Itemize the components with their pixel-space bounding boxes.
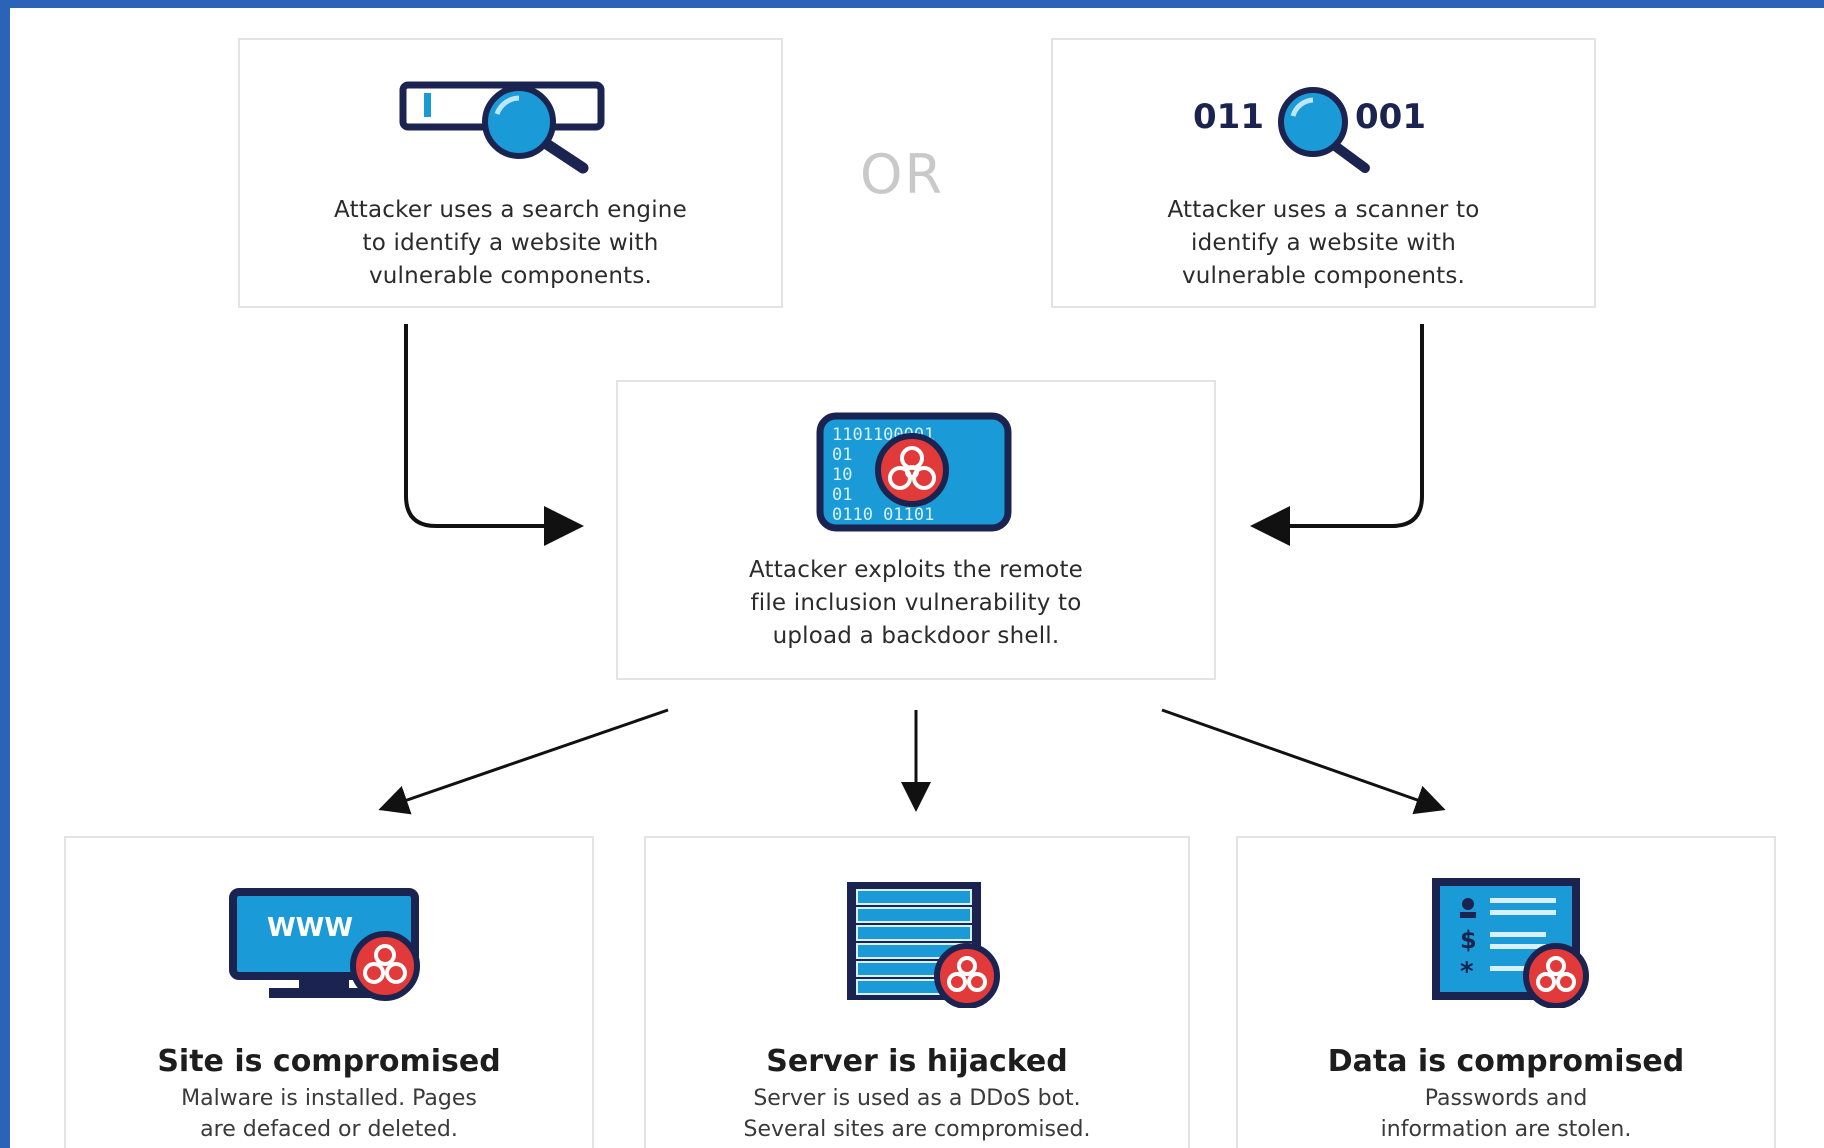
outcome-data-card: $ * Data is compromised Passwords and in… [1236,836,1776,1148]
arrow-middle-to-site [378,708,669,815]
screen-www-text: WWW [267,913,353,943]
server-hijacked-title: Server is hijacked [766,1044,1068,1079]
exploit-card: 1101100001 01 110 10 10 01 01 0110 01101… [616,380,1216,680]
code-line-5: 0110 01101 [832,505,934,525]
binary-scanner-icon: 011 001 [1193,87,1426,173]
search-engine-text-line3: vulnerable components. [368,263,653,289]
server-biohazard-icon [847,882,1000,1008]
search-engine-card: Attacker uses a search engine to identif… [238,38,783,308]
website-biohazard-icon: WWW [229,888,420,1001]
server-hijacked-sub-line2: Several sites are compromised. [743,1117,1091,1142]
document-biohazard-icon: $ * [1432,878,1589,1008]
or-connector: OR [860,143,945,206]
scanner-bits-right: 001 [1355,97,1426,137]
exploit-text-line3: upload a backdoor shell. [772,623,1060,649]
exploit-text-line1: Attacker exploits the remote [748,557,1084,583]
outcome-site-card: WWW Site is compromised Malware is insta… [64,836,594,1148]
exploit-text-line2: file inclusion vulnerability to [750,590,1082,616]
doc-dollar-symbol: $ [1460,926,1477,954]
site-compromised-title: Site is compromised [157,1044,501,1079]
doc-asterisk-symbol: * [1460,957,1474,987]
flow-arrows [378,324,1446,815]
biohazard-code-icon: 1101100001 01 110 10 10 01 01 0110 01101 [816,412,1012,532]
scanner-bits-left: 011 [1193,97,1264,137]
search-engine-icon [399,81,604,174]
data-compromised-title: Data is compromised [1327,1044,1685,1079]
site-compromised-sub-line1: Malware is installed. Pages [181,1086,477,1111]
scanner-text-line2: identify a website with [1191,230,1456,256]
search-engine-text-line1: Attacker uses a search engine [334,197,687,223]
search-engine-text-line2: to identify a website with [362,230,659,256]
diagram-canvas: OR Attacker uses a search engine to iden… [10,8,1824,1148]
arrow-left-to-middle [404,324,584,546]
scanner-card: 011 001 Attacker uses a scanner to ident… [1051,38,1596,308]
arrow-right-to-middle [1250,324,1424,546]
scanner-text-line1: Attacker uses a scanner to [1167,197,1480,223]
scanner-text-line3: vulnerable components. [1181,263,1466,289]
server-hijacked-sub-line1: Server is used as a DDoS bot. [753,1086,1081,1111]
data-compromised-sub-line1: Passwords and [1424,1086,1588,1111]
arrow-middle-to-data [1161,708,1446,815]
data-compromised-sub-line2: information are stolen. [1380,1117,1632,1142]
site-compromised-sub-line2: are defaced or deleted. [200,1117,458,1142]
outcome-server-card: Server is hijacked Server is used as a D… [644,836,1190,1148]
